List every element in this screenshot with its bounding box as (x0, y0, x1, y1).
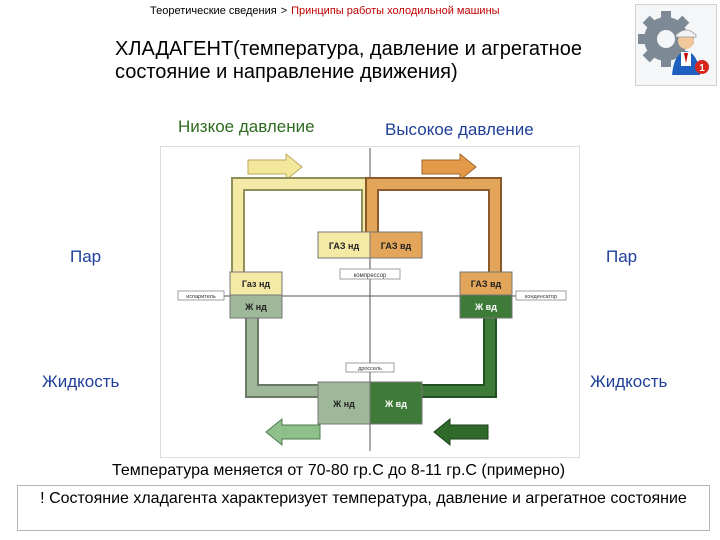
box-liquid-low-left-label: Ж нд (244, 302, 267, 312)
box-liquid-high-bottom-label: Ж вд (384, 399, 407, 409)
gear-icon: 1 (638, 11, 709, 75)
arrow-bottom-right (433, 417, 489, 447)
box-gas-low-left-label: Газ нд (242, 279, 271, 289)
expansion-valve-tag-label: дроссель (358, 366, 382, 372)
high-pressure-label: Высокое давление (385, 120, 534, 139)
breadcrumb-separator: > (280, 5, 288, 17)
state-note: ! Состояние хладагента характеризует тем… (17, 485, 710, 531)
evaporator-tag (177, 290, 225, 301)
badge-icon (695, 60, 709, 74)
vapor-label-left: Пар (70, 247, 102, 266)
liquid-label-left: Жидкость (42, 372, 120, 391)
arrow-top-right (421, 152, 477, 182)
worker-figure-icon (672, 29, 700, 75)
low-pressure-label: Низкое давление (178, 117, 315, 136)
arrow-bottom-left (265, 417, 321, 447)
box-gas-high-right-label: ГАЗ вд (471, 279, 502, 289)
box-liquid-high-bottom (369, 381, 423, 425)
temperature-note: Температура меняется от 70-80 гр.С до 8-… (112, 462, 566, 479)
slide-title: ХЛАДАГЕНТ(температура, давление и агрега… (115, 38, 582, 83)
breadcrumb: Теоретические сведения>Принципы работы х… (150, 5, 500, 17)
liquid-label-right: Жидкость (590, 372, 668, 391)
box-gas-high-top-label: ГАЗ вд (381, 241, 412, 251)
box-liquid-low-bottom-label: Ж нд (332, 399, 355, 409)
evaporator-tag-label: испаритель (186, 294, 216, 300)
expansion-valve-tag (345, 362, 395, 373)
svg-text:1: 1 (699, 63, 705, 74)
app-logo[interactable]: 1 (635, 4, 717, 86)
vapor-label-right: Пар (606, 247, 638, 266)
compressor-tag (339, 268, 401, 280)
condenser-tag (515, 290, 567, 301)
box-liquid-low-left (229, 294, 283, 319)
compressor-tag-label: компрессор (354, 273, 387, 279)
box-gas-high-top (369, 231, 423, 259)
box-gas-low-top-label: ГАЗ нд (329, 241, 360, 251)
pipe-liquid-low (247, 318, 318, 396)
breadcrumb-current: Принципы работы холодильной машины (291, 5, 500, 17)
arrow-top-left (247, 152, 303, 182)
pipe-liquid-high (422, 318, 495, 396)
pipe-gas-high (367, 179, 500, 272)
breadcrumb-section[interactable]: Теоретические сведения (150, 5, 277, 17)
box-liquid-high-right (459, 294, 513, 319)
box-liquid-low-bottom (317, 381, 371, 425)
box-gas-low-top (317, 231, 371, 259)
refrigeration-cycle-diagram: ГАЗ нд ГАЗ вд компрессор Газ нд Ж нд исп… (160, 146, 580, 458)
box-liquid-high-right-label: Ж вд (474, 302, 497, 312)
condenser-tag-label: конденсатор (525, 294, 557, 300)
